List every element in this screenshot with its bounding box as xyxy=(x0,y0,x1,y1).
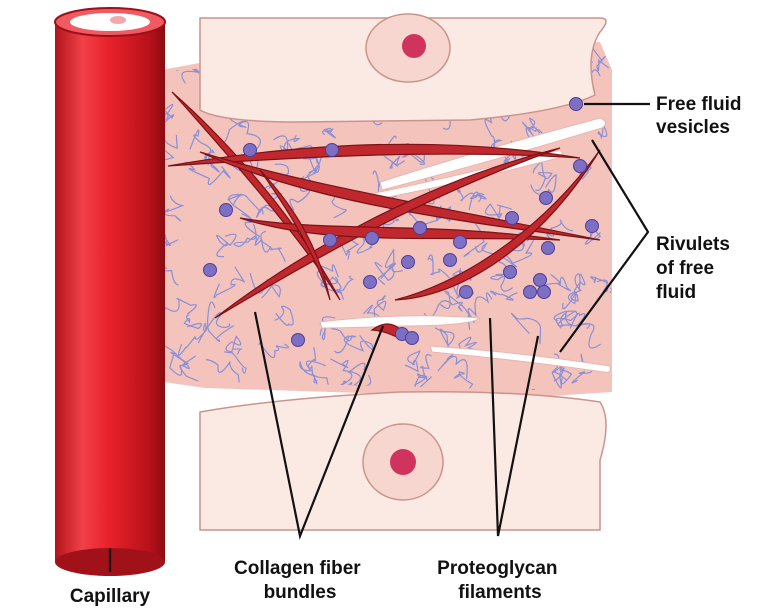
fluid-vesicle xyxy=(444,254,457,267)
fluid-vesicle xyxy=(324,234,337,247)
cell-lower xyxy=(200,392,606,530)
fluid-vesicle xyxy=(460,286,473,299)
fluid-vesicle xyxy=(364,276,377,289)
label-rivulets: Rivulets of free fluid xyxy=(656,234,735,303)
cell-upper xyxy=(200,14,606,122)
fluid-vesicle xyxy=(586,220,599,233)
fluid-vesicle xyxy=(574,160,587,173)
fluid-vesicle xyxy=(570,98,583,111)
fluid-vesicle xyxy=(542,242,555,255)
fluid-vesicle xyxy=(506,212,519,225)
fluid-vesicle xyxy=(402,256,415,269)
label-proteoglycan-filaments: Proteoglycan filaments xyxy=(437,558,563,603)
fluid-vesicle xyxy=(454,236,467,249)
fluid-vesicle xyxy=(406,332,419,345)
fluid-vesicle xyxy=(366,232,379,245)
label-capillary: Capillary xyxy=(70,586,151,607)
label-free-fluid-vesicles: Free fluid vesicles xyxy=(656,94,747,138)
fluid-vesicle xyxy=(540,192,553,205)
fluid-vesicle xyxy=(524,286,537,299)
upper-nucleus-icon xyxy=(402,34,426,58)
capillary-tube xyxy=(55,8,165,576)
fluid-vesicle xyxy=(244,144,257,157)
fluid-vesicle xyxy=(326,144,339,157)
fluid-vesicle xyxy=(220,204,233,217)
fluid-vesicle xyxy=(204,264,217,277)
label-collagen-fiber-bundles: Collagen fiber bundles xyxy=(234,558,366,603)
fluid-vesicle xyxy=(534,274,547,287)
fluid-vesicle xyxy=(414,222,427,235)
fluid-vesicle xyxy=(504,266,517,279)
lower-nucleus-icon xyxy=(390,449,416,475)
fluid-vesicle xyxy=(292,334,305,347)
fluid-vesicle xyxy=(538,286,551,299)
